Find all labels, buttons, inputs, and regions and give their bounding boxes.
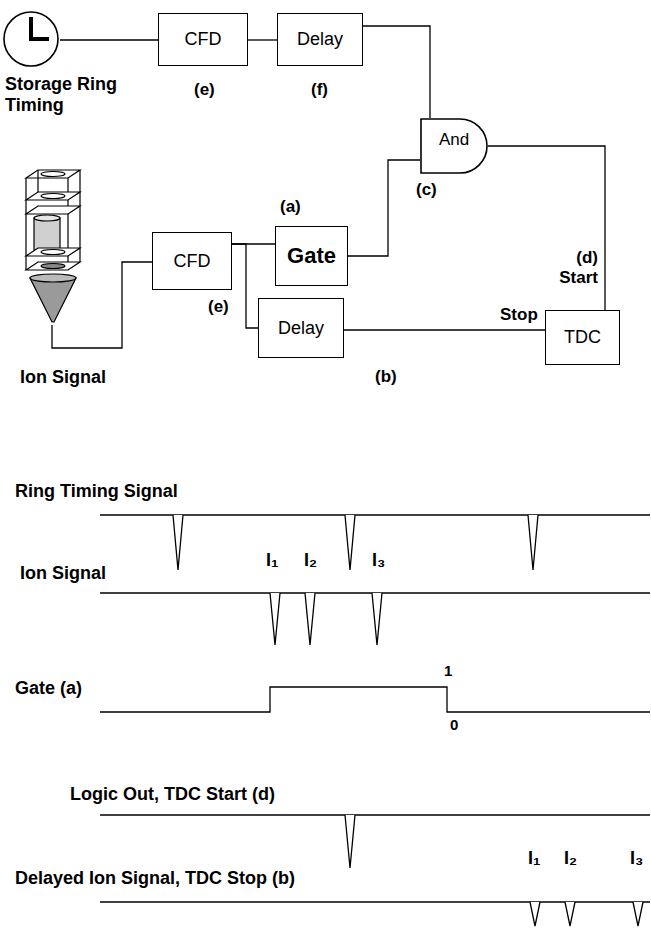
- signal-name: Delayed Ion Signal, TDC Stop (b): [15, 868, 295, 889]
- source-label: Ion Signal: [20, 367, 106, 388]
- callout-letter: (e): [208, 297, 229, 317]
- ring-pulse: [345, 515, 355, 570]
- signal-name: Logic Out, TDC Start (d): [70, 784, 275, 805]
- process-box: CFD(e): [158, 13, 248, 66]
- and-gate: And(c): [420, 118, 488, 174]
- edge-label: Stop: [500, 305, 538, 325]
- process-box: TDC: [545, 310, 620, 365]
- logic-level: 0: [450, 716, 458, 733]
- pulse-label: I₁: [528, 848, 540, 869]
- pulse-label: I₂: [564, 848, 577, 869]
- edge-label: (d) Start: [540, 248, 598, 287]
- process-box: Delay(f): [277, 13, 363, 66]
- signal-name: Gate (a): [15, 678, 82, 699]
- ring-pulse: [173, 515, 183, 570]
- gate-label: And: [439, 130, 469, 150]
- signal-wire: [232, 244, 258, 328]
- callout-letter: (a): [280, 197, 301, 217]
- delayed-pulse: [633, 902, 643, 926]
- signal-wire: [248, 39, 277, 40]
- process-box: Delay(b): [258, 298, 344, 358]
- signal-wire: [60, 39, 158, 40]
- detector-node: Ion Signal: [18, 170, 86, 325]
- ring-pulse: [528, 515, 538, 570]
- logic-baseline: [100, 814, 650, 815]
- box-label: CFD: [185, 29, 222, 50]
- ion-pulse: [305, 593, 315, 645]
- pulse-label: I₃: [372, 550, 385, 571]
- box-label: Delay: [297, 29, 343, 50]
- callout-letter: (c): [416, 180, 437, 200]
- logic-pulse: [345, 815, 355, 868]
- box-label: Gate: [287, 243, 336, 268]
- clock-node: Storage Ring Timing: [2, 10, 60, 68]
- source-label: Storage Ring Timing: [5, 74, 130, 115]
- signal-name: Ring Timing Signal: [15, 481, 178, 502]
- delayed-pulse: [565, 902, 575, 926]
- callout-letter: (f): [311, 80, 328, 100]
- pulse-label: I₃: [630, 848, 643, 869]
- signal-wire: [488, 146, 605, 310]
- logic-level: 1: [444, 662, 452, 679]
- pulse-label: I₂: [304, 550, 317, 571]
- signal-name: Ion Signal: [20, 563, 106, 584]
- box-label: CFD: [174, 251, 211, 272]
- callout-letter: (e): [194, 80, 215, 100]
- box-label: Delay: [278, 318, 324, 339]
- signal-wire: [344, 329, 545, 330]
- signal-wire: [348, 160, 420, 256]
- pulse-label: I₁: [266, 550, 278, 571]
- signal-wire: [363, 26, 430, 118]
- process-box: CFD(e): [152, 232, 232, 290]
- ion-pulse: [372, 593, 382, 645]
- ion-detector: [18, 170, 86, 325]
- clock-icon: [2, 10, 60, 68]
- box-label: TDC: [564, 327, 601, 348]
- process-box: (a)Gate: [275, 226, 348, 286]
- callout-letter: (b): [375, 367, 397, 387]
- ion-pulse: [270, 593, 280, 645]
- delayed-pulse: [530, 902, 540, 926]
- gate-waveform: [100, 687, 650, 712]
